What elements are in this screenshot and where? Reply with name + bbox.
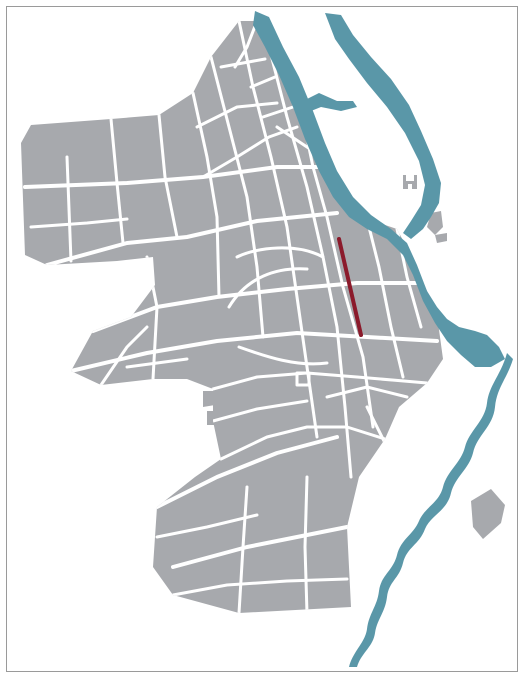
street — [171, 577, 349, 597]
street — [233, 21, 259, 69]
street — [69, 331, 439, 373]
plaza — [295, 371, 311, 387]
street — [237, 485, 249, 613]
map-frame — [6, 6, 518, 672]
west-block — [207, 411, 219, 425]
built-up-area — [21, 21, 443, 613]
street-network — [23, 21, 439, 613]
island-block — [435, 233, 447, 243]
monument-tower — [414, 175, 417, 183]
street — [125, 357, 189, 369]
street — [209, 55, 265, 339]
street — [29, 217, 129, 229]
street — [227, 267, 309, 309]
river — [253, 11, 513, 667]
street — [155, 435, 339, 509]
street — [365, 217, 405, 379]
street — [157, 113, 179, 239]
street — [65, 155, 73, 263]
street — [155, 513, 259, 539]
city-blocks — [21, 21, 505, 613]
west-block — [203, 391, 215, 407]
street — [91, 281, 429, 333]
street — [109, 117, 125, 245]
highlighted-street[interactable] — [337, 237, 363, 337]
river-side-branch — [325, 13, 441, 239]
street — [211, 399, 309, 423]
street — [99, 325, 149, 387]
street — [325, 385, 409, 399]
city-map[interactable] — [7, 7, 517, 671]
east-block — [471, 489, 505, 539]
street — [195, 101, 279, 129]
monument-tower — [403, 175, 406, 183]
river-inlet — [307, 93, 357, 111]
street — [261, 105, 295, 119]
street — [171, 525, 349, 569]
street — [303, 475, 309, 613]
river-main-channel — [253, 11, 505, 367]
monument-gate — [408, 184, 412, 189]
street — [219, 425, 387, 461]
street — [297, 97, 375, 429]
river-tributary — [349, 353, 513, 667]
street — [219, 57, 267, 69]
street — [237, 345, 329, 366]
castle-monument-icon[interactable] — [403, 175, 417, 189]
street — [249, 75, 277, 89]
street — [235, 246, 325, 259]
